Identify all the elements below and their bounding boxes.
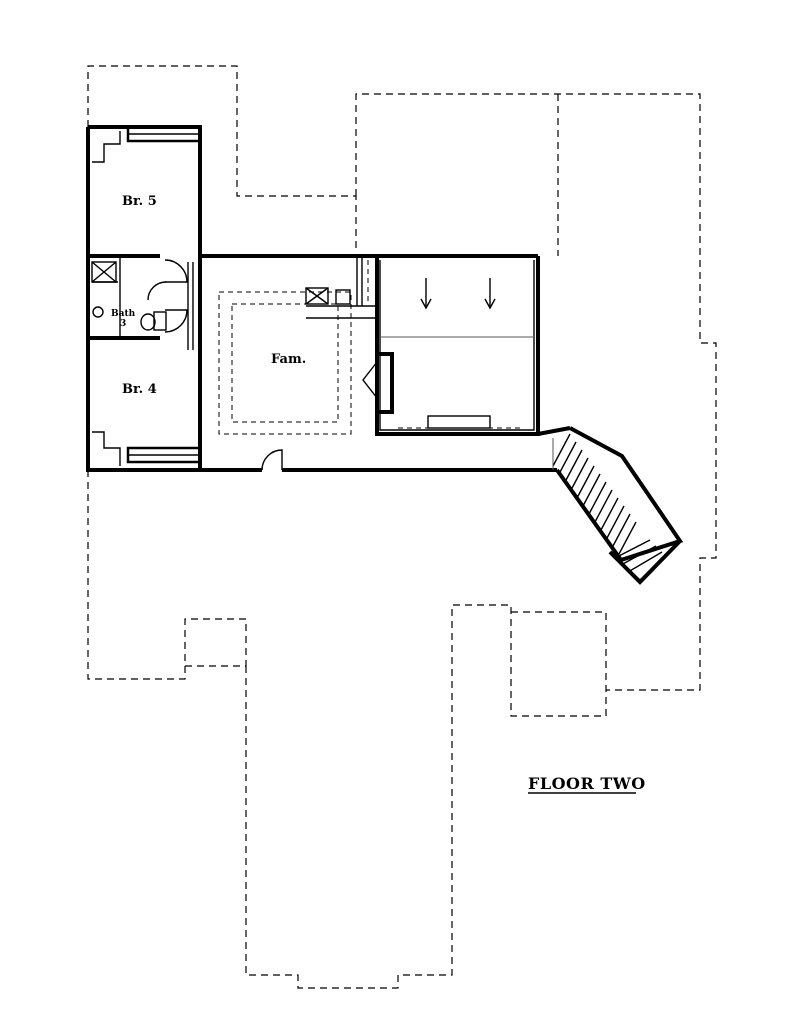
storage-area-details: [362, 278, 534, 429]
staircase: [552, 433, 682, 585]
exterior-walls: [86, 125, 684, 563]
family-room-details: [218, 256, 376, 471]
bedroom-wing-details: [88, 131, 194, 466]
room-label-family: Fam.: [271, 352, 306, 367]
room-label-br5: Br. 5: [122, 194, 157, 209]
lower-floor-outline: [87, 65, 717, 989]
room-label-bath-number: 3: [120, 319, 126, 329]
drawing-title: FLOOR TWO: [528, 774, 646, 793]
room-label-br4: Br. 4: [122, 382, 157, 397]
room-label-bath-name: Bath: [111, 309, 136, 319]
